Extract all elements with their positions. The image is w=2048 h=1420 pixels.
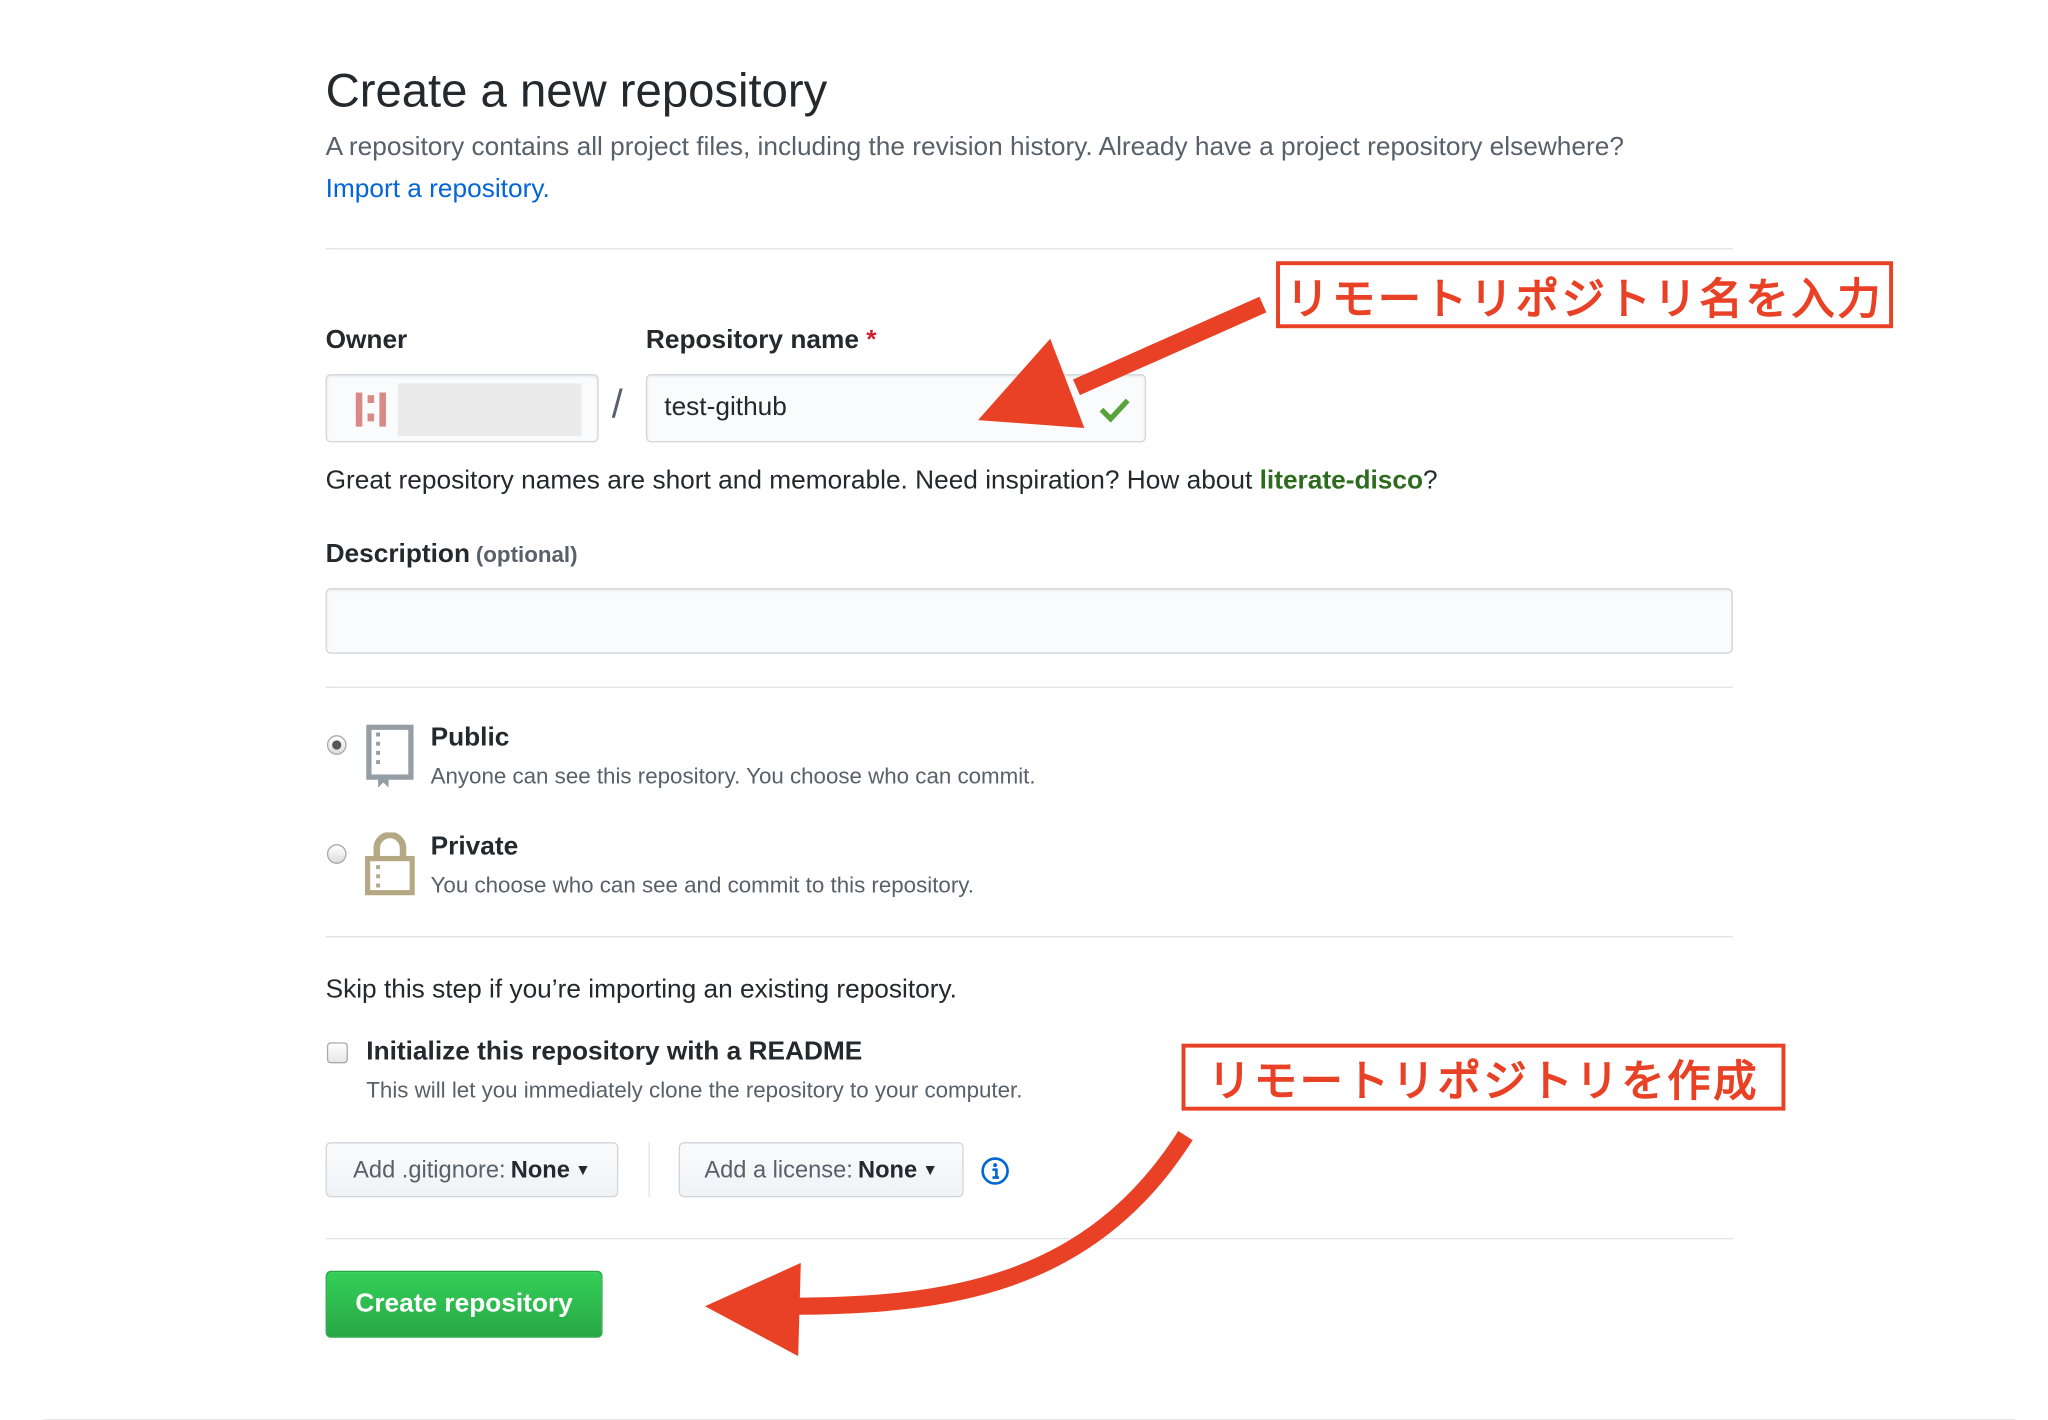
check-icon [1099,398,1130,423]
annotation-enter-repo-name: リモートリポジトリ名を入力 [1276,261,1894,329]
readme-description: This will let you immediately clone the … [366,1077,1023,1103]
private-description: You choose who can see and commit to thi… [430,873,974,898]
required-mark: * [866,325,877,355]
dropdown-separator [648,1142,650,1198]
public-radio[interactable] [326,735,347,755]
repo-name-label: Repository name * [646,326,877,356]
repo-name-label-text: Repository name [645,325,859,355]
gitignore-prefix: Add .gitignore: [353,1155,506,1183]
license-value: None [858,1155,918,1183]
readme-label[interactable]: Initialize this repository with a README [366,1037,863,1066]
gitignore-value: None [510,1155,570,1183]
annotation-create-repo: リモートリポジトリを作成 [1181,1043,1786,1111]
arrow-to-repo-name [978,296,1267,428]
gitignore-dropdown[interactable]: Add .gitignore:None ▼ [325,1142,619,1198]
owner-label: Owner [325,325,408,355]
book-icon [366,724,414,788]
owner-select[interactable] [325,374,599,443]
optional-tag: (optional) [475,542,578,568]
divider [325,936,1733,938]
repo-name-hint: Great repository names are short and mem… [326,466,1438,496]
private-label: Private [430,832,519,862]
hint-end: ? [1423,466,1438,495]
divider [325,1237,1733,1240]
caret-down-icon: ▼ [575,1160,591,1179]
repo-name-value: test-github [664,392,787,422]
skip-text: Skip this step if you’re importing an ex… [325,975,957,1005]
page-title: Create a new repository [325,63,828,117]
description-label-text: Description [325,539,471,569]
suggested-name-link[interactable]: literate-disco [1259,466,1424,495]
lock-icon [364,832,415,896]
owner-name-redacted [397,383,582,436]
owner-avatar [353,392,390,427]
hint-text: Great repository names are short and mem… [325,466,1260,495]
public-description: Anyone can see this repository. You choo… [430,764,1036,789]
readme-checkbox[interactable] [326,1042,348,1064]
arrow-to-create-button [704,1130,1193,1357]
divider [325,686,1733,688]
owner-repo-separator: / [611,383,623,427]
description-input[interactable] [325,588,1733,654]
caret-down-icon: ▼ [922,1160,938,1179]
description-label: Description (optional) [326,540,578,570]
license-dropdown[interactable]: Add a license:None▼ [678,1142,964,1198]
divider [325,248,1733,250]
create-repository-button[interactable]: Create repository [325,1270,603,1338]
import-repository-link[interactable]: Import a repository. [325,174,550,204]
page-subtitle: A repository contains all project files,… [325,132,1624,162]
license-prefix: Add a license: [704,1155,853,1183]
public-label: Public [430,723,510,753]
info-icon[interactable] [981,1157,1010,1186]
private-radio[interactable] [326,844,347,864]
